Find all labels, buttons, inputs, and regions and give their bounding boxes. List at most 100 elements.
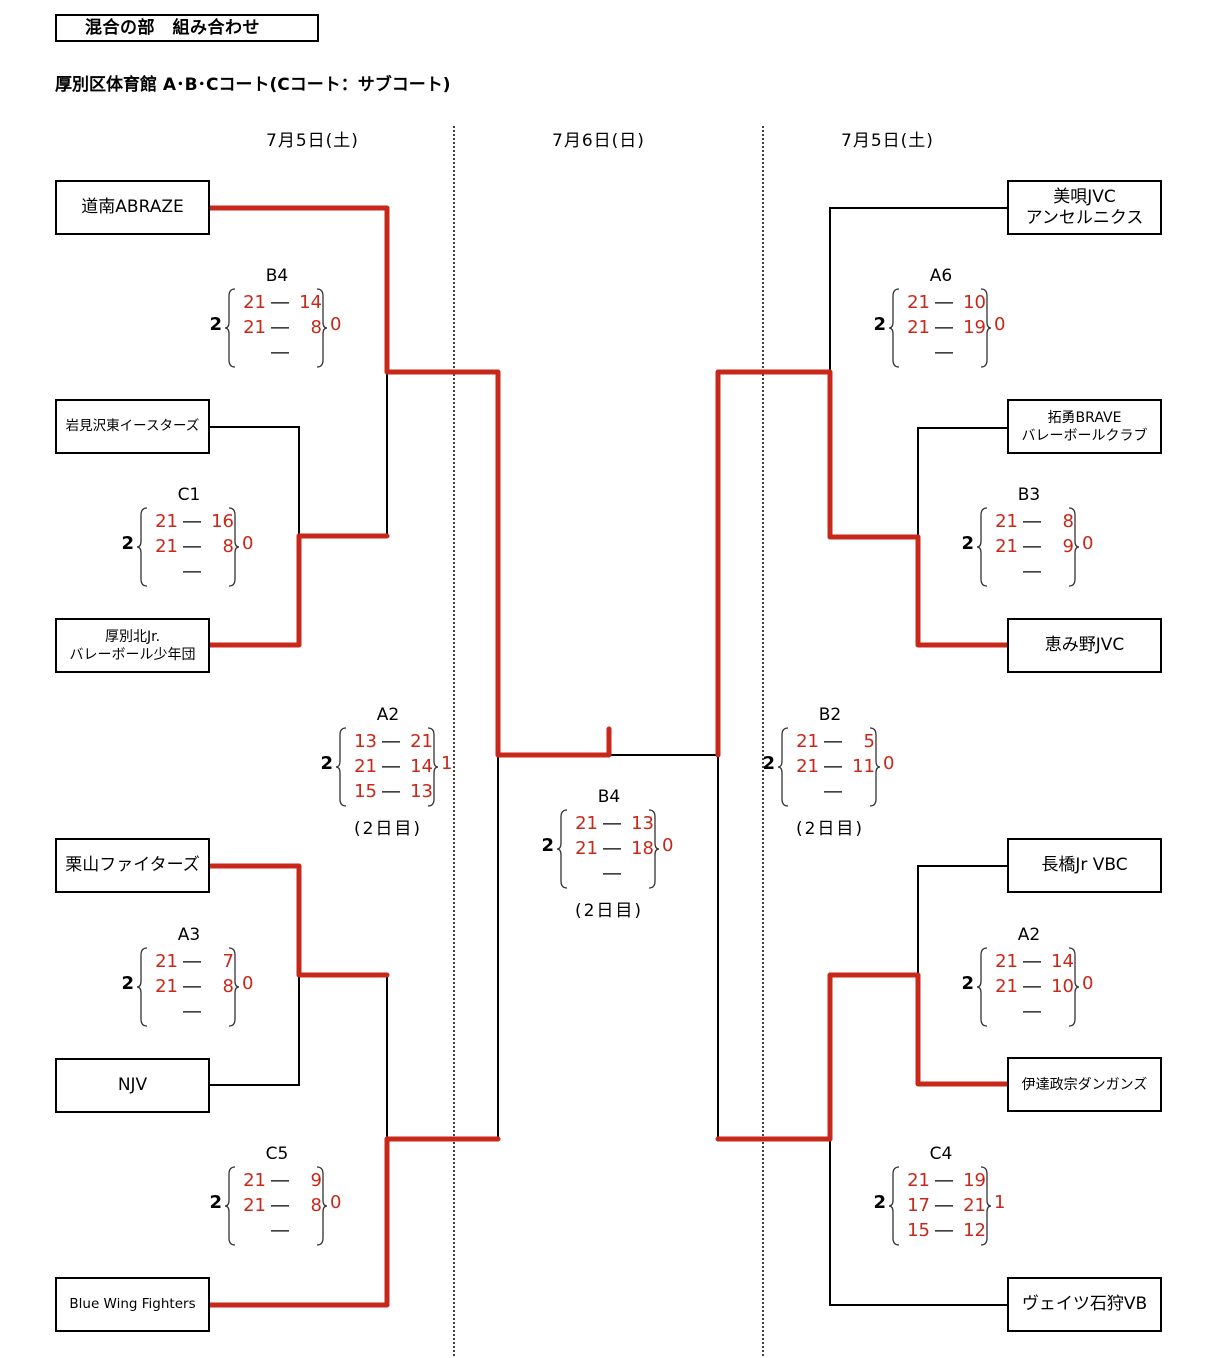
right-brace	[980, 288, 992, 368]
score-right: 13	[410, 781, 433, 802]
game-score-row: 21 ― 14	[224, 292, 330, 317]
score-right: 19	[963, 317, 986, 338]
score-right: 16	[211, 511, 234, 532]
score-right: 10	[963, 292, 986, 313]
sets-won-right: 0	[330, 1192, 342, 1213]
score-right: 8	[222, 976, 234, 997]
right-brace	[1068, 947, 1080, 1027]
score-right: 12	[963, 1220, 986, 1241]
score-dash: ―	[603, 813, 621, 834]
score-dash: ―	[1023, 511, 1041, 532]
left-brace	[556, 809, 568, 889]
game-score-row: ―	[224, 1220, 330, 1245]
game-score-row: 21 ― 9	[224, 1170, 330, 1195]
score-left: 21	[243, 1195, 266, 1216]
match-code: A2	[1017, 925, 1041, 945]
score-left: 15	[907, 1220, 930, 1241]
team-box[interactable]: 恵み野JVC	[1007, 618, 1162, 673]
score-left: 21	[907, 292, 930, 313]
game-score-row: 21 ― 10	[976, 976, 1082, 1001]
score-dash: ―	[935, 342, 953, 363]
match-code: B3	[1017, 485, 1041, 505]
team-box[interactable]: 長橋Jr VBC	[1007, 838, 1162, 893]
date-center: 7月6日(日)	[552, 131, 645, 151]
left-brace	[136, 507, 148, 587]
team-box[interactable]: NJV	[55, 1058, 210, 1113]
match-code: A2	[376, 705, 400, 725]
score-left: 21	[907, 1170, 930, 1191]
score-dash: ―	[382, 781, 400, 802]
right-brace	[648, 809, 660, 889]
game-score-row: ―	[976, 1001, 1082, 1026]
left-brace	[224, 288, 236, 368]
score-left: 15	[354, 781, 377, 802]
score-right: 13	[631, 813, 654, 834]
score-right: 9	[310, 1170, 322, 1191]
line-nagahashi	[917, 865, 1007, 975]
left-brace	[335, 727, 347, 807]
score-dash: ―	[183, 561, 201, 582]
team-box[interactable]: 岩見沢東イースターズ	[55, 399, 210, 454]
game-score-row: ―	[556, 863, 662, 888]
team-box[interactable]: Blue Wing Fighters	[55, 1277, 210, 1332]
score-right: 21	[963, 1195, 986, 1216]
sets-won-left: 2	[121, 973, 134, 994]
left-brace	[976, 947, 988, 1027]
score-right: 8	[310, 317, 322, 338]
score-dash: ―	[1023, 951, 1041, 972]
score-dash: ―	[1023, 561, 1041, 582]
game-score-row: 21 ― 8	[136, 976, 242, 1001]
team-box[interactable]: 伊達政宗ダンガンズ	[1007, 1057, 1162, 1112]
sets-won-left: 2	[209, 1192, 222, 1213]
score-left: 21	[243, 1170, 266, 1191]
score-right: 7	[222, 951, 234, 972]
game-score-row: 21 ― 11	[777, 756, 883, 781]
team-box[interactable]: 厚別北Jr. バレーボール少年団	[55, 618, 210, 673]
score-right: 21	[410, 731, 433, 752]
game-score-row: 21 ― 8	[224, 317, 330, 342]
team-box[interactable]: 美唄JVC アンセルニクス	[1007, 180, 1162, 235]
score-left: 21	[575, 813, 598, 834]
score-left: 21	[354, 756, 377, 777]
sets-won-left: 2	[209, 314, 222, 335]
match-code: B4	[265, 266, 289, 286]
team-box[interactable]: 道南ABRAZE	[55, 180, 210, 235]
game-score-row: 21 ― 16	[136, 511, 242, 536]
day-note: (2日目)	[795, 819, 865, 839]
team-box[interactable]: ヴェイツ石狩VB	[1007, 1277, 1162, 1332]
score-left: 17	[907, 1195, 930, 1216]
match-code: C4	[929, 1144, 953, 1164]
score-dash: ―	[1023, 976, 1041, 997]
game-score-row: 21 ― 9	[976, 536, 1082, 561]
score-left: 21	[155, 951, 178, 972]
sets-won-right: 0	[1082, 973, 1094, 994]
winner-line-date	[715, 972, 1010, 1142]
left-brace	[777, 727, 789, 807]
score-left: 13	[354, 731, 377, 752]
right-brace	[228, 507, 240, 587]
score-left: 21	[995, 536, 1018, 557]
right-brace	[980, 1166, 992, 1246]
sets-won-left: 2	[873, 1192, 886, 1213]
right-brace	[228, 947, 240, 1027]
day-note: (2日目)	[353, 819, 423, 839]
team-box[interactable]: 栗山ファイターズ	[55, 838, 210, 893]
score-right: 8	[1062, 511, 1074, 532]
match-code: A3	[177, 925, 201, 945]
match-code: B2	[818, 705, 842, 725]
game-score-row: 21 ― 8	[224, 1195, 330, 1220]
winner-line-atsubetsu	[207, 533, 390, 648]
score-dash: ―	[824, 731, 842, 752]
score-left: 21	[995, 951, 1018, 972]
game-score-row: 21 ― 8	[136, 536, 242, 561]
team-box[interactable]: 拓勇BRAVE バレーボールクラブ	[1007, 399, 1162, 454]
left-brace	[888, 288, 900, 368]
game-score-row: 21 ― 10	[888, 292, 994, 317]
game-score-row: ―	[888, 342, 994, 367]
winner-line-bluewing	[207, 1136, 501, 1308]
winner-line-kuriyama	[207, 863, 390, 978]
